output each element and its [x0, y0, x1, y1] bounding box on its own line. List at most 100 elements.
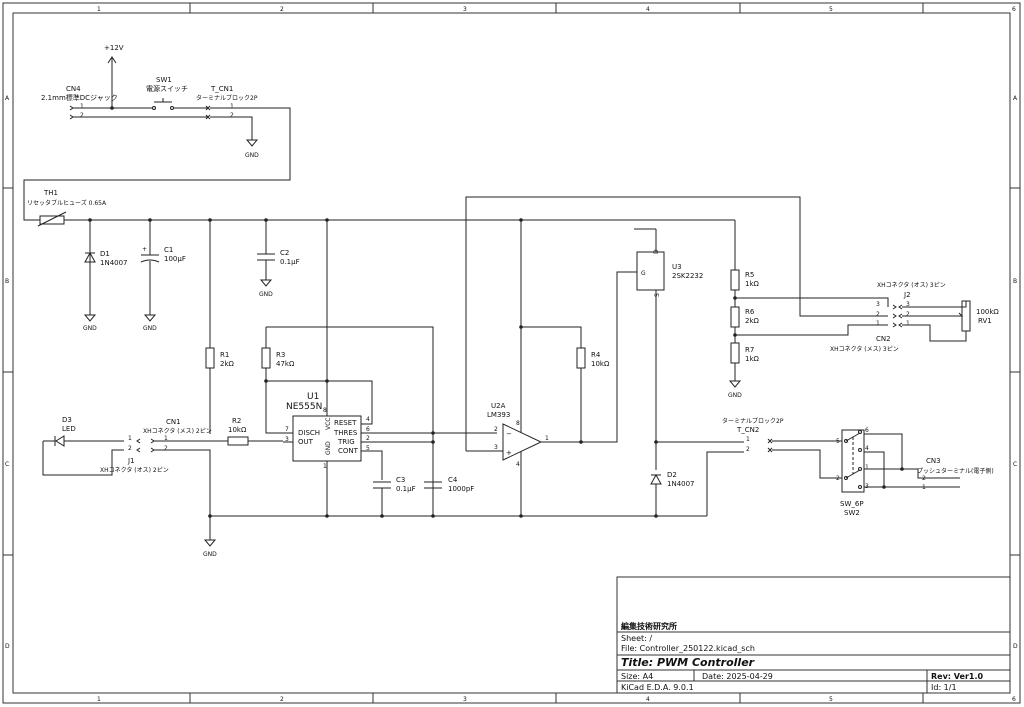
svg-text:R5: R5 [745, 271, 754, 279]
svg-text:1: 1 [128, 435, 132, 442]
svg-text:2: 2 [746, 446, 750, 453]
c3-capacitor: C3 0.1μF [373, 476, 416, 516]
svg-text:1: 1 [230, 103, 234, 110]
svg-text:U2A: U2A [491, 402, 506, 410]
svg-text:D2: D2 [667, 471, 677, 479]
svg-text:TH1: TH1 [43, 189, 58, 197]
svg-text:DISCH: DISCH [298, 429, 320, 437]
svg-text:2: 2 [164, 445, 168, 452]
sw2-switch: 56 42 13 SW_6P SW2 [836, 427, 869, 517]
svg-text:NE555N: NE555N [286, 402, 322, 412]
r2-resistor: R2 10kΩ [227, 417, 249, 446]
svg-text:リセッタブルヒューズ 0.65A: リセッタブルヒューズ 0.65A [27, 199, 107, 207]
svg-text:LM393: LM393 [487, 411, 510, 419]
svg-text:C4: C4 [448, 476, 458, 484]
svg-text:電源スイッチ: 電源スイッチ [146, 84, 188, 93]
svg-text:1: 1 [876, 320, 880, 327]
svg-text:GND: GND [203, 551, 217, 558]
c4-capacitor: C4 1000pF [424, 476, 474, 493]
r4-resistor: R4 10kΩ [576, 347, 610, 369]
svg-text:2: 2 [128, 445, 132, 452]
svg-text:2kΩ: 2kΩ [220, 360, 235, 368]
svg-text:+: + [142, 246, 147, 253]
col-label: 4 [646, 6, 650, 13]
svg-text:1kΩ: 1kΩ [745, 280, 760, 288]
org-name: 編集技術研究所 [621, 621, 677, 631]
vcc-symbol: +12V [104, 44, 124, 108]
svg-text:U3: U3 [672, 263, 682, 271]
svg-text:GND: GND [259, 291, 273, 298]
svg-text:0.1μF: 0.1μF [396, 485, 416, 493]
svg-text:RESET: RESET [334, 419, 357, 427]
svg-text:2: 2 [876, 311, 880, 318]
svg-text:CN2: CN2 [876, 335, 891, 343]
row-label: C [1013, 461, 1017, 468]
svg-text:GND: GND [143, 325, 157, 332]
d1-diode: D1 1N4007 GND [83, 220, 128, 332]
svg-text:10kΩ: 10kΩ [228, 426, 247, 434]
svg-text:R6: R6 [745, 308, 755, 316]
u2a-comparator: U2A LM393 −+ 23 1 84 [487, 402, 549, 468]
svg-text:7: 7 [285, 426, 289, 433]
svg-text:CN1: CN1 [166, 418, 181, 426]
svg-text:VCC: VCC [325, 418, 332, 430]
svg-text:SW_6P: SW_6P [840, 500, 864, 508]
svg-text:2: 2 [366, 435, 370, 442]
svg-text:ターミナルブロック2P: ターミナルブロック2P [722, 417, 784, 425]
svg-text:1: 1 [323, 463, 327, 470]
svg-text:C1: C1 [164, 246, 173, 254]
svg-text:2: 2 [230, 112, 234, 119]
row-label: B [5, 278, 9, 285]
svg-text:TRIG: TRIG [337, 438, 355, 446]
svg-text:D1: D1 [100, 250, 110, 258]
col-label: 2 [280, 696, 284, 703]
r7-resistor: R7 1kΩ [730, 342, 760, 364]
col-label: 2 [280, 6, 284, 13]
row-label: C [5, 461, 9, 468]
svg-text:100μF: 100μF [164, 255, 186, 263]
svg-text:100kΩ: 100kΩ [976, 308, 999, 316]
svg-text:プッシュターミナル(電子側): プッシュターミナル(電子側) [917, 467, 994, 475]
d2-diode: D2 1N4007 [650, 471, 695, 516]
svg-text:SW1: SW1 [156, 76, 172, 84]
svg-text:2: 2 [80, 112, 84, 119]
svg-text:RV1: RV1 [978, 317, 992, 325]
u3-mosfet: G D S U3 2SK2232 [636, 249, 703, 297]
gnd-symbol: GND [245, 139, 259, 159]
svg-text:4: 4 [865, 445, 869, 452]
cn1-connector: CN1 XHコネクタ (メス) 2ピン 1 2 [128, 418, 212, 453]
svg-text:3: 3 [876, 301, 880, 308]
col-label: 4 [646, 696, 650, 703]
file-label: File: Controller_250122.kicad_sch [621, 644, 755, 653]
svg-text:J2: J2 [903, 291, 911, 299]
svg-text:3: 3 [494, 444, 498, 451]
rv1-potentiometer: 100kΩ RV1 [956, 300, 999, 332]
col-label: 1 [97, 696, 101, 703]
d3-led: D3 LED [42, 416, 124, 476]
svg-text:1: 1 [80, 103, 84, 110]
svg-text:2.1mm標準DCジャック: 2.1mm標準DCジャック [41, 93, 118, 102]
svg-text:J1: J1 [127, 457, 135, 465]
svg-text:GND: GND [325, 441, 332, 455]
svg-text:+12V: +12V [104, 44, 124, 52]
svg-text:R3: R3 [276, 351, 285, 359]
r3-resistor: R3 47kΩ [261, 327, 295, 434]
col-label: 6 [1012, 696, 1016, 703]
size-label: Size: A4 [621, 672, 653, 681]
svg-text:CN3: CN3 [926, 457, 941, 465]
svg-text:LED: LED [62, 425, 76, 433]
svg-text:ターミナルブロック2P: ターミナルブロック2P [196, 94, 258, 102]
col-label: 3 [463, 6, 467, 13]
svg-text:XHコネクタ (メス) 2ピン: XHコネクタ (メス) 2ピン [143, 427, 212, 435]
svg-text:C2: C2 [280, 249, 289, 257]
svg-text:CONT: CONT [338, 447, 359, 455]
row-label: D [1013, 643, 1018, 650]
cn2-connector: CN2 XHコネクタ (メス) 3ピン [830, 335, 899, 353]
svg-text:GND: GND [245, 152, 259, 159]
col-label: 5 [829, 6, 833, 13]
svg-text:GND: GND [83, 325, 97, 332]
t-cn1-terminal: T_CN1 ターミナルブロック2P 1 2 [196, 85, 258, 120]
svg-text:1: 1 [746, 436, 750, 443]
svg-text:1N4007: 1N4007 [667, 480, 695, 488]
svg-text:T_CN1: T_CN1 [210, 85, 233, 93]
